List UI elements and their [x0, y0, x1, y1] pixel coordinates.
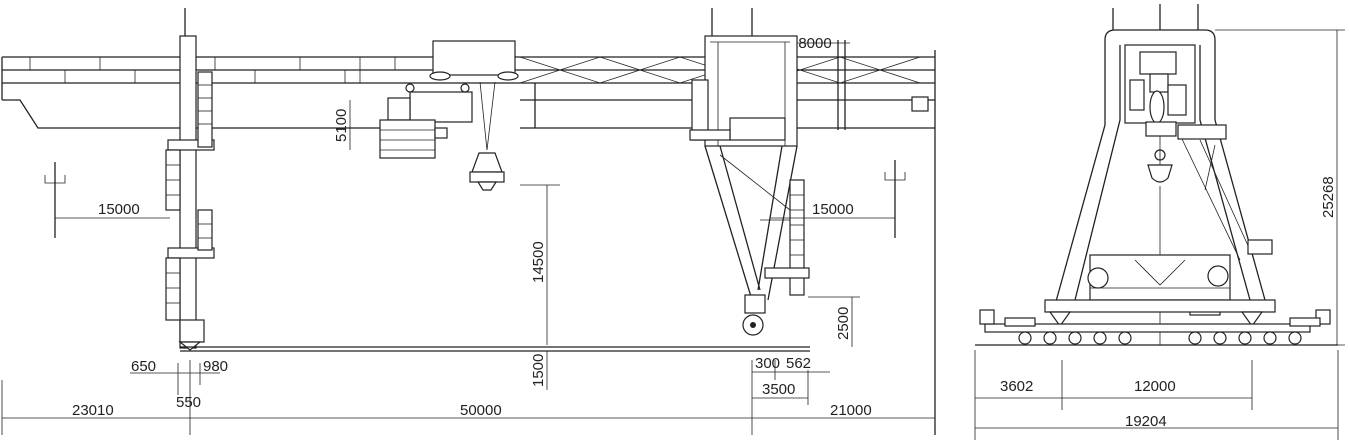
- dim-25268: 25268: [1320, 176, 1337, 218]
- dim-12000: 12000: [1134, 378, 1176, 395]
- right-leg: [689, 8, 810, 336]
- dim-15000-right: 15000: [812, 201, 854, 218]
- dim-980: 980: [203, 358, 228, 375]
- main-girder: 18000: [1, 35, 936, 435]
- rail-symbol-right: [884, 160, 906, 238]
- left-leg: [165, 8, 215, 351]
- dim-18000: 18000: [790, 35, 832, 52]
- dim-50000: 50000: [460, 402, 502, 419]
- dim-550: 550: [176, 394, 201, 411]
- dim-5100: 5100: [333, 109, 350, 142]
- trolley: [379, 40, 519, 159]
- front-elevation: 18000: [1, 8, 936, 435]
- dim-3602: 3602: [1000, 378, 1033, 395]
- dim-300: 300: [755, 355, 780, 372]
- dim-3500: 3500: [762, 381, 795, 398]
- rail-symbol-left: [44, 162, 66, 238]
- dim-562: 562: [786, 355, 811, 372]
- dim-1500: 1500: [530, 354, 547, 387]
- dim-23010: 23010: [72, 402, 114, 419]
- dim-14500: 14500: [530, 241, 547, 283]
- wheels: [1018, 331, 1302, 345]
- dim-21000: 21000: [830, 402, 872, 419]
- side-elevation: 25268 3602 12000 19204: [974, 4, 1345, 440]
- dim-650: 650: [131, 358, 156, 375]
- dim-2500: 2500: [835, 307, 852, 340]
- dim-15000-left: 15000: [98, 201, 140, 218]
- grab-bucket: [469, 152, 505, 191]
- dim-19204: 19204: [1125, 413, 1167, 430]
